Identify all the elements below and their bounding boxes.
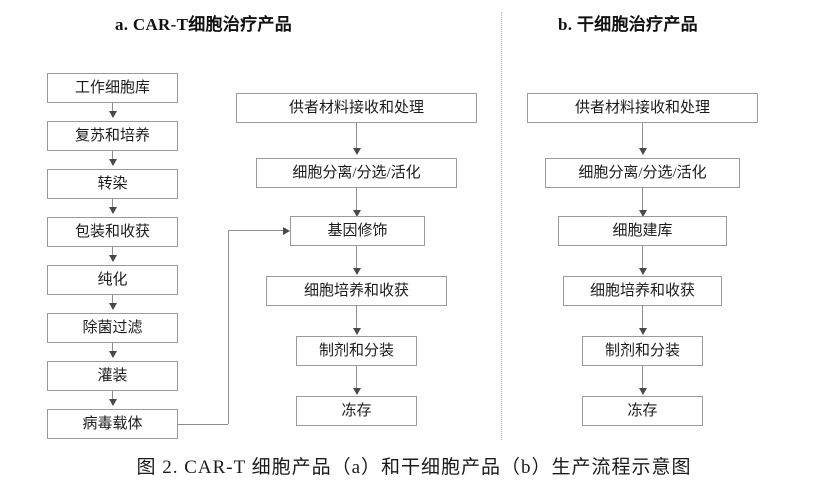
panel-divider [501,12,502,440]
connector-cart-formulation-to-cryopreservation [352,366,361,395]
node-stem-donor-material-receipt[interactable]: 供者材料接收和处理 [527,93,758,123]
node-stem-cell-banking[interactable]: 细胞建库 [558,216,727,246]
connector-filling-to-viral-vector [108,391,117,406]
feedback-connector-segment-right [178,424,228,425]
connector-cart-isolation-to-gene-modification [352,188,361,217]
node-cart-cell-isolation-selection-activation[interactable]: 细胞分离/分选/活化 [256,158,457,188]
node-cart-donor-material-receipt[interactable]: 供者材料接收和处理 [236,93,477,123]
connector-cart-culture-to-formulation [352,306,361,335]
node-stem-formulation-and-filling[interactable]: 制剂和分装 [582,336,703,366]
figure-caption: 图 2. CAR-T 细胞产品（a）和干细胞产品（b）生产流程示意图 [136,457,692,478]
feedback-connector-segment-into-node [228,230,283,231]
feedback-arrowhead-icon [283,226,290,235]
node-stem-cryopreservation[interactable]: 冻存 [582,396,703,426]
node-cart-formulation-and-filling[interactable]: 制剂和分装 [296,336,417,366]
node-working-cell-bank[interactable]: 工作细胞库 [47,73,178,103]
connector-wcb-to-thaw [108,103,117,118]
node-transfection[interactable]: 转染 [47,169,178,199]
node-cart-cryopreservation[interactable]: 冻存 [296,396,417,426]
node-filling[interactable]: 灌装 [47,361,178,391]
connector-packaging-to-purification [108,247,117,262]
connector-cart-gene-modification-to-culture [352,246,361,275]
connector-stem-formulation-to-cryopreservation [638,366,647,395]
node-packaging-and-harvest[interactable]: 包装和收获 [47,217,178,247]
node-stem-cell-isolation-selection-activation[interactable]: 细胞分离/分选/活化 [545,158,740,188]
node-cart-cell-culture-and-harvest[interactable]: 细胞培养和收获 [266,276,447,306]
connector-stem-culture-to-formulation [638,306,647,335]
panel-title-stem-cell: b. 干细胞治疗产品 [558,15,698,34]
node-sterile-filtration[interactable]: 除菌过滤 [47,313,178,343]
node-thaw-and-culture[interactable]: 复苏和培养 [47,121,178,151]
connector-cart-donor-to-isolation [352,123,361,155]
node-cart-gene-modification[interactable]: 基因修饰 [290,216,425,246]
node-viral-vector[interactable]: 病毒载体 [47,409,178,439]
connector-stem-isolation-to-banking [638,188,647,217]
node-stem-cell-culture-and-harvest[interactable]: 细胞培养和收获 [563,276,722,306]
connector-stem-banking-to-culture [638,246,647,275]
connector-transfection-to-packaging [108,199,117,214]
feedback-connector-segment-up [228,230,229,424]
connector-thaw-to-transfection [108,151,117,166]
connector-purification-to-filtration [108,295,117,310]
panel-title-cart: a. CAR-T细胞治疗产品 [115,15,293,34]
connector-stem-donor-to-isolation [638,123,647,155]
connector-filtration-to-filling [108,343,117,358]
node-purification[interactable]: 纯化 [47,265,178,295]
